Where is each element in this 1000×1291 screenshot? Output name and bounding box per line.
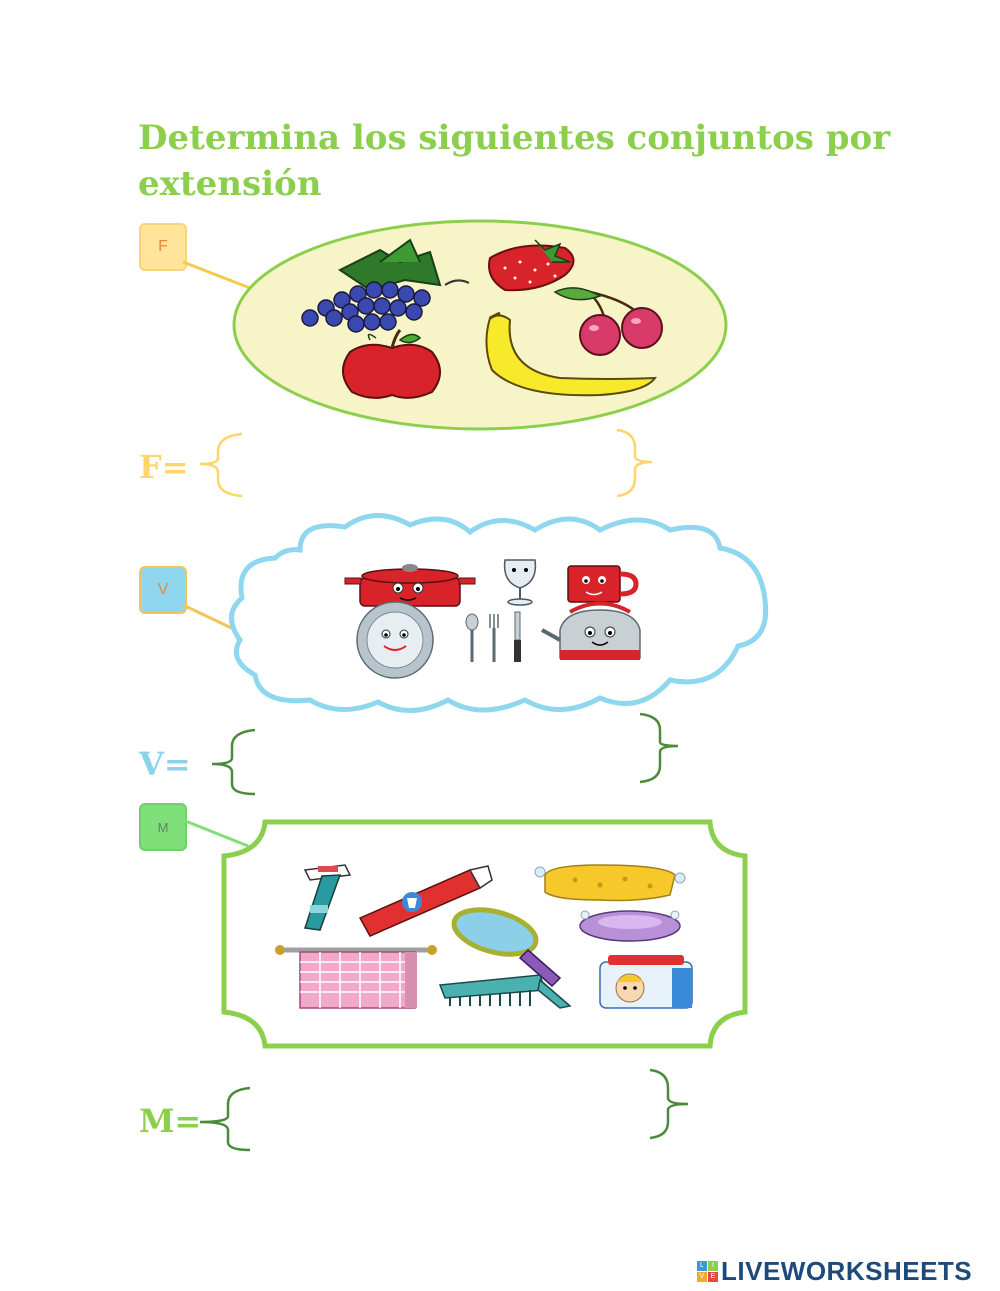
logo-mark-letter: E bbox=[708, 1271, 718, 1282]
soap-icon bbox=[579, 910, 681, 942]
set-f-connector bbox=[182, 260, 251, 290]
logo-mark-letter: L bbox=[697, 1260, 707, 1271]
cutlery-icon bbox=[465, 611, 521, 662]
towel-icon bbox=[275, 945, 437, 1009]
apple-icon bbox=[342, 329, 441, 399]
set-f-answer-field[interactable] bbox=[250, 448, 624, 486]
page-title: Determina los siguientes conjuntos por e… bbox=[138, 118, 891, 204]
liveworksheets-logo[interactable]: L I V E LIVEWORKSHEETS bbox=[697, 1255, 972, 1287]
baby-lotion-icon bbox=[599, 955, 693, 1009]
set-m-connector bbox=[182, 818, 249, 848]
cherries-icon bbox=[553, 287, 663, 356]
comb-icon bbox=[438, 974, 572, 1009]
logo-mark-icon: L I V E bbox=[697, 1260, 718, 1282]
grapes-icon bbox=[301, 238, 470, 333]
wine-glass-icon bbox=[503, 559, 537, 606]
set-m-braces bbox=[199, 1068, 689, 1152]
set-m-equation: M= bbox=[139, 1102, 202, 1140]
banana-icon bbox=[485, 311, 658, 397]
set-m-tag: M bbox=[139, 803, 187, 851]
strawberry-icon bbox=[488, 239, 575, 292]
set-f-equation: F= bbox=[139, 448, 189, 486]
logo-mark-letter: V bbox=[697, 1271, 707, 1282]
toothpaste-icon bbox=[358, 865, 493, 937]
logo-mark-letter: I bbox=[708, 1260, 718, 1271]
mirror-icon bbox=[451, 907, 562, 988]
set-v-tag: V bbox=[139, 566, 187, 614]
set-f-tag: F bbox=[139, 223, 187, 271]
pot-icon bbox=[344, 564, 476, 607]
set-f-braces bbox=[199, 428, 653, 498]
plate-icon bbox=[356, 601, 434, 679]
kitchen-set-cloud bbox=[229, 513, 769, 713]
set-v-equation: V= bbox=[139, 745, 191, 783]
kettle-icon bbox=[541, 601, 641, 660]
logo-text: LIVEWORKSHEETS bbox=[721, 1255, 973, 1286]
toothbrush-icon bbox=[303, 864, 352, 931]
sponge-icon bbox=[534, 864, 686, 902]
set-m-answer-field[interactable] bbox=[262, 1095, 646, 1137]
set-v-answer-field[interactable] bbox=[262, 735, 636, 777]
set-v-braces bbox=[211, 712, 679, 796]
